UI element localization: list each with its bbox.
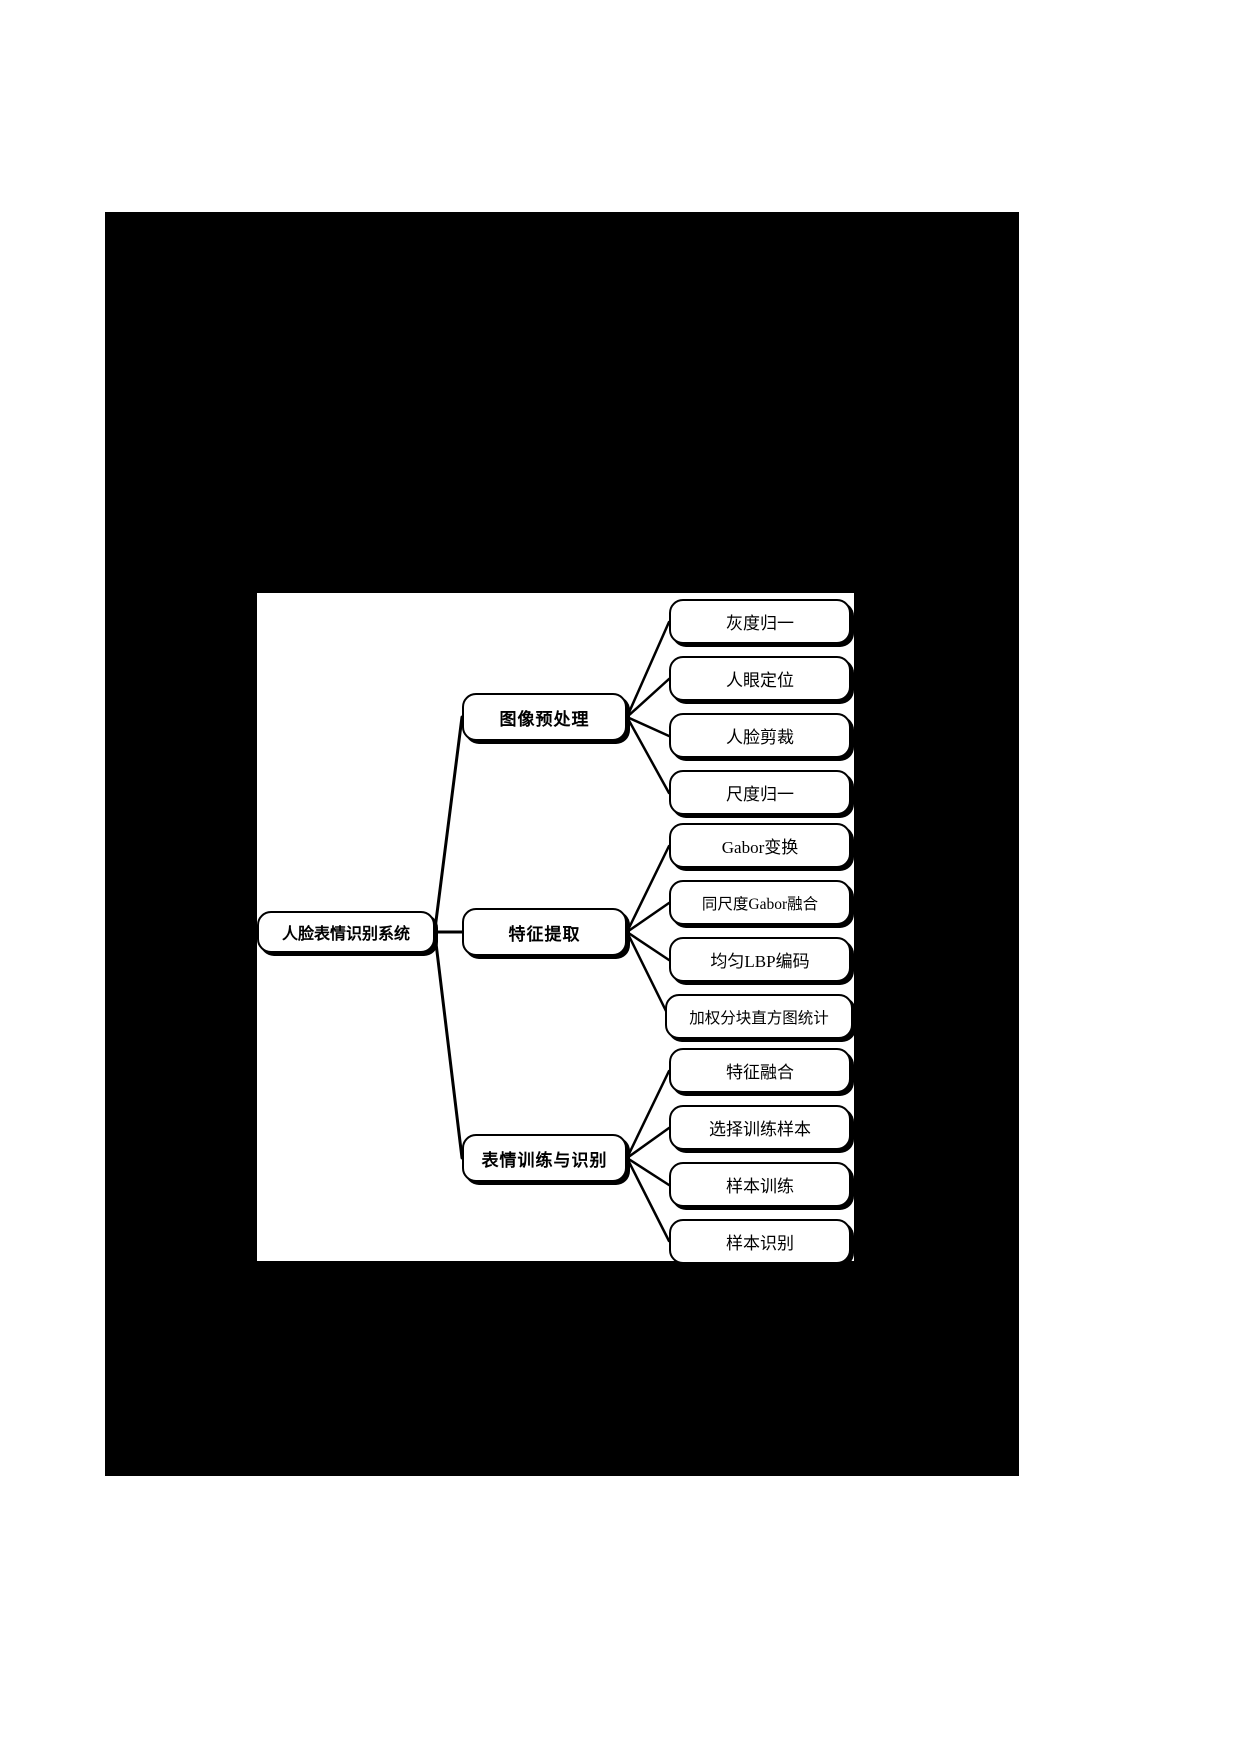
node-leaf-label: 均匀LBP编码 xyxy=(710,952,810,971)
node-branch-image-preprocessing[interactable]: 图像预处理 xyxy=(462,693,627,741)
diagram-canvas: 人脸表情识别系统 图像预处理 特征提取 表情训练与识别 灰度归一 人眼定位 人脸… xyxy=(257,593,854,1264)
node-leaf-label: 同尺度Gabor融合 xyxy=(701,895,819,913)
node-branch-feature-extraction[interactable]: 特征提取 xyxy=(462,908,627,956)
node-leaf-label: 人眼定位 xyxy=(726,671,794,690)
node-leaf-label: 特征融合 xyxy=(726,1063,794,1082)
node-leaf-label: 加权分块直方图统计 xyxy=(689,1009,829,1027)
node-leaf-label: Gabor变换 xyxy=(721,838,799,857)
node-leaf-same-scale-gabor-fusion[interactable]: 同尺度Gabor融合 xyxy=(669,880,851,925)
node-leaf-face-cropping[interactable]: 人脸剪裁 xyxy=(669,713,851,758)
node-leaf-label: 尺度归一 xyxy=(726,785,794,804)
node-leaf-label: 样本训练 xyxy=(726,1177,794,1196)
node-leaf-gabor-transform[interactable]: Gabor变换 xyxy=(669,823,851,868)
node-branch-label: 特征提取 xyxy=(508,924,581,944)
node-leaf-eye-localization[interactable]: 人眼定位 xyxy=(669,656,851,701)
node-leaf-select-training-samples[interactable]: 选择训练样本 xyxy=(669,1105,851,1150)
node-leaf-gray-normalization[interactable]: 灰度归一 xyxy=(669,599,851,644)
node-leaf-sample-recognition[interactable]: 样本识别 xyxy=(669,1219,851,1264)
node-root-label: 人脸表情识别系统 xyxy=(281,926,410,943)
node-leaf-label: 样本识别 xyxy=(726,1234,794,1253)
node-leaf-uniform-lbp-encoding[interactable]: 均匀LBP编码 xyxy=(669,937,851,982)
edge-root-to-preprocess xyxy=(433,715,464,931)
node-leaf-weighted-block-histogram[interactable]: 加权分块直方图统计 xyxy=(665,994,853,1039)
node-leaf-feature-fusion[interactable]: 特征融合 xyxy=(669,1048,851,1093)
node-leaf-sample-training[interactable]: 样本训练 xyxy=(669,1162,851,1207)
node-leaf-scale-normalization[interactable]: 尺度归一 xyxy=(669,770,851,815)
edge-root-to-training xyxy=(433,933,464,1160)
node-branch-label: 图像预处理 xyxy=(499,709,590,729)
node-root[interactable]: 人脸表情识别系统 xyxy=(257,911,435,953)
node-leaf-label: 灰度归一 xyxy=(726,614,794,633)
node-leaf-label: 选择训练样本 xyxy=(709,1120,811,1139)
node-leaf-label: 人脸剪裁 xyxy=(726,728,794,747)
node-branch-expression-training[interactable]: 表情训练与识别 xyxy=(462,1134,627,1182)
node-branch-label: 表情训练与识别 xyxy=(481,1150,608,1170)
